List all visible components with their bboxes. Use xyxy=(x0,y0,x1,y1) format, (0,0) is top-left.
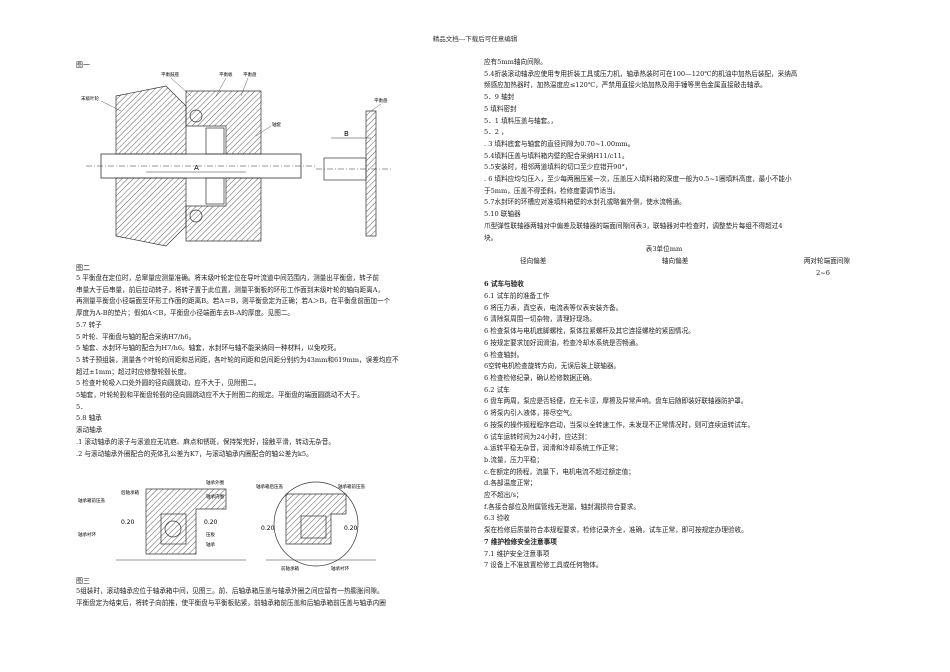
text-line: c.在额定的扬程，流量下，电机电流不超过额定值； xyxy=(484,467,635,476)
fig3-right-label-ring: 轴承衬环 xyxy=(331,565,349,572)
section-heading: 6 试车与验收 xyxy=(484,280,524,289)
text-line: 块。 xyxy=(484,233,498,242)
fig3-right-label-rear-cover: 轴承箱后压盖 xyxy=(256,483,283,490)
fig3-right-label-front-box: 前轴承箱 xyxy=(281,565,299,572)
fig3-left-label-bearing: 轴承 xyxy=(206,541,215,548)
table3-header-radial: 径向偏差 xyxy=(520,256,547,265)
fig1-label-impeller: 末级叶轮 xyxy=(81,95,99,102)
fig1-label-sleeve: 轴套 xyxy=(272,121,281,128)
table3-header-axial: 轴向偏差 xyxy=(661,256,689,265)
text-line: 6空转电机检查旋转方向，无误后装上联轴器。 xyxy=(484,362,621,371)
text-line: .1 滚动轴承的滚子与滚道应无坑疤、麻点和锈斑，保持架完好，接触平滑，转动无杂音… xyxy=(76,437,335,446)
fig3-left-gap-2: 0.20 xyxy=(204,519,218,526)
fig3-left-label-rear-box: 后轴承箱 xyxy=(121,489,139,496)
fig1-label-disk: 平衡盘 xyxy=(243,71,257,78)
text-line: 5．9 轴封 xyxy=(484,93,515,102)
fig1-label-plate: 平衡板 xyxy=(219,71,233,78)
text-line: 应不超出/s； xyxy=(484,491,523,500)
text-line: 于5mm，压盖不得歪斜，检修度要调节适当。 xyxy=(484,186,620,195)
figure-1-label: 图一 xyxy=(76,61,90,69)
text-line: 6 按规定要求加好润滑油，检查冷却水系统是否畅通。 xyxy=(484,338,642,347)
text-line: 6 将泵内引入液体，排尽空气。 xyxy=(484,409,577,418)
fig1-dim-a: A xyxy=(194,164,199,172)
text-line: 频感应加热器时，加热温度应≤120℃，严禁用直接火焰加热及用手锤等黑色金属直接敲… xyxy=(484,81,767,90)
text-line: 5．2 ， xyxy=(484,128,508,137)
text-line: 6.1 试车前的准备工作 xyxy=(484,292,550,301)
text-line: . 3 填料底套与轴套的直径间隙为0.70~1.00mm。 xyxy=(484,139,635,148)
text-line: 6 检查检修纪录，确认检修数据正确。 xyxy=(484,373,596,382)
text-line: 5 检查叶轮吸入口处外圆的径向圆跳动，应不大于，见附图二。 xyxy=(76,379,261,388)
fig3-left-label-front-cover: 轴承箱前压盖 xyxy=(78,497,105,504)
table3-title: 表3单位mm xyxy=(645,245,683,254)
table3-header-row: 径向偏差 轴向偏差 两对轮端面间隙 xyxy=(520,256,850,268)
text-line: 5.4折装滚动轴承应使用专用折装工具或压力机，轴承热装时可在100—120℃的机… xyxy=(484,69,798,78)
text-line: 滚动轴承 xyxy=(76,426,103,435)
text-line: 5 平衡盘在定位时，总窜量应测量准确。将末级叶轮定位在导叶流道中间范围内，测量出… xyxy=(76,274,380,282)
text-line: 5 填料密封 xyxy=(484,104,517,113)
text-line: 厚度为A-B的垫片；假如A＜B，平衡盘小径端面车去B-A的厚度。见图二。 xyxy=(76,309,295,318)
text-line: 5.7水封环的环槽应对准填料箱壁的水封孔或略偏外侧，使水流畅通。 xyxy=(484,198,686,207)
text-line: 5组装时，滚动轴承应位于轴承箱中间，见图三。前、后轴承箱压盖与轴承外圈之间应留有… xyxy=(76,587,384,595)
fig2-label-disk: 平衡盘 xyxy=(374,97,388,104)
text-line: 5 叶轮、平衡盘与轴的配合采纳H7/h6。 xyxy=(76,332,196,341)
text-line: 5．1 填料压盖与轴套。， xyxy=(484,116,558,125)
table3-header-gap: 两对轮端面间隙 xyxy=(803,256,850,265)
text-line: 爪型弹性联轴器两轴对中偏差及联轴器的端面间隙间表3，联轴器对中检查时，调整垫片每… xyxy=(484,221,783,230)
text-line: 6 检查轴封。 xyxy=(484,350,524,359)
fig3-right-gap-2: 0.20 xyxy=(344,525,358,532)
text-line: 5.5安装时，相邻两道填料的切口至少应错开90°， xyxy=(484,163,632,172)
text-line: 5． xyxy=(76,402,87,411)
table3-value-gap: 2~6 xyxy=(816,268,830,277)
fig3-left-gap-1: 0.20 xyxy=(121,519,135,526)
text-line: 6 试车运转时间为24小时，应达到： xyxy=(484,432,591,441)
text-line: 6 将压力表，真空表，电流表等仪表安装齐备。 xyxy=(484,303,623,312)
text-line: 6.2 试车 xyxy=(484,385,510,394)
text-line: 6 检查泵体与电机底脚螺栓，泵体拉紧螺杆及其它连接螺栓的紧固情况。 xyxy=(484,327,695,336)
fig3-left-label-outer-ring: 轴承外圈 xyxy=(206,479,224,486)
text-line: . 6 填料应均匀压入，至少每两圈压紧一次，压盖压入填料箱的深度一般为0.5~1… xyxy=(484,175,792,184)
text-line: 5.10 联轴器 xyxy=(484,210,521,219)
fig3-left-label-inner-ring: 轴承内圈 xyxy=(206,493,224,500)
text-line: 泵在检修后质量符合本规程要求，检修记录齐全，准确，试车正常，即可按规定办理验收。 xyxy=(484,526,748,535)
figure-3-drawing: 后轴承箱 轴承箱前压盖 轴承外圈 轴承内圈 0.20 0.20 压板 轴承 轴承… xyxy=(78,479,376,572)
text-line: a.运转平稳无杂音，润滑和冷却系统工作正常； xyxy=(484,444,622,453)
text-line: 再测量平衡盘小径端面至环形工作面的距离B。若A＝B，则平衡盘定为正确；若A＞B，… xyxy=(76,297,391,306)
figure-1-drawing: A 末级叶轮 平衡鼓座 平衡板 平衡盘 轴套 B 平衡盘 xyxy=(81,71,391,247)
text-line: 应有5mm轴向间隙。 xyxy=(484,58,547,66)
fig3-left-label-plate: 压板 xyxy=(206,531,215,538)
left-column-text: 5 平衡盘在定位时，总窜量应测量准确。将末级叶轮定位在导叶流道中间范围内，测量出… xyxy=(76,273,476,460)
text-line: 5 转子预组装，测量各个叶轮的间距和总间距，各叶轮的间距和总间距分别约为43mm… xyxy=(76,355,399,364)
text-line: 5 轴套、水封环与轴的配合为H7/h6。轴套，水封环与轴不能采纳同一种材料，以免… xyxy=(76,344,341,353)
text-line: 6.3 验收 xyxy=(484,514,510,523)
text-line: 5.4填料压盖与填料箱内壁的配合采纳H11/c11。 xyxy=(484,151,629,160)
text-line: 平衡盘定为结束后，将转子向前推，使平衡盘与平衡板贴紧，前轴承箱前压盖和后轴承箱前… xyxy=(76,598,386,607)
text-line: b.流量，压力平稳； xyxy=(484,455,544,464)
fig1-label-drum-seat: 平衡鼓座 xyxy=(161,71,179,78)
fig3-right-gap-1: 0.20 xyxy=(261,525,275,532)
text-line: f.各接合部位及附属管线无泄漏，轴封漏损符合要求。 xyxy=(484,502,640,511)
left-column-bottom-text: 5组装时，滚动轴承应位于轴承箱中间，见图三。前、后轴承箱压盖与轴承外圈之间应留有… xyxy=(76,586,476,609)
text-line: 6 盘车两周，泵应是否轻便，应无卡涩，摩擦及异常声响。盘车后随即装好联轴器防护罩… xyxy=(484,397,748,406)
figure-3-label: 图三 xyxy=(76,577,90,585)
text-line: 7 设备上不准放置检修工具或任何物体。 xyxy=(484,561,603,570)
text-line: 6 按泵的操作规程程序启动，当泵以全转速工作，未发现不正常情况时，则可连续运转试… xyxy=(484,420,755,429)
fig3-left-label-ring: 轴承衬环 xyxy=(78,531,96,538)
fig3-right-label-front-cover: 轴承箱前压盖 xyxy=(338,483,365,490)
figure-2-label: 图二 xyxy=(76,264,90,272)
text-line: 5轴套，叶轮轮毂和平衡盘轮毂的径向圆跳动应不大于附图二的规定。平衡盘的端面圆跳动… xyxy=(76,391,364,400)
text-line: 7.1 维护安全注意事项 xyxy=(484,549,550,558)
text-line: d.各部温度正常； xyxy=(484,479,537,488)
text-line: 串量大于后串量，前后拉动转子，将转子置于此位置，测量平衡板的环形工作面到末级叶轮… xyxy=(76,285,385,294)
text-line: 5.7 转子 xyxy=(76,320,102,329)
section-heading: 7 维护检修安全注意事项 xyxy=(484,537,557,546)
text-line: .2 与滚动轴承外圈配合的壳体孔公差为K7，与滚动轴承内圈配合的轴公差为k5。 xyxy=(76,449,313,458)
text-line: 6 清除泵周围一切杂物，清理好现场。 xyxy=(484,315,596,324)
text-line: 5.8 轴承 xyxy=(76,414,102,423)
page-header: 精品文档---下载后可任意编辑 xyxy=(432,35,518,43)
fig2-dim-b: B xyxy=(344,130,349,138)
table3-value-row: 2~6 xyxy=(520,268,850,280)
right-column-text: 应有5mm轴向间隙。 5.4折装滚动轴承应使用专用折装工具或压力机，轴承热装时可… xyxy=(484,57,884,572)
text-line: 超过±1mm；超过时应修整轮毂长度。 xyxy=(76,367,191,376)
